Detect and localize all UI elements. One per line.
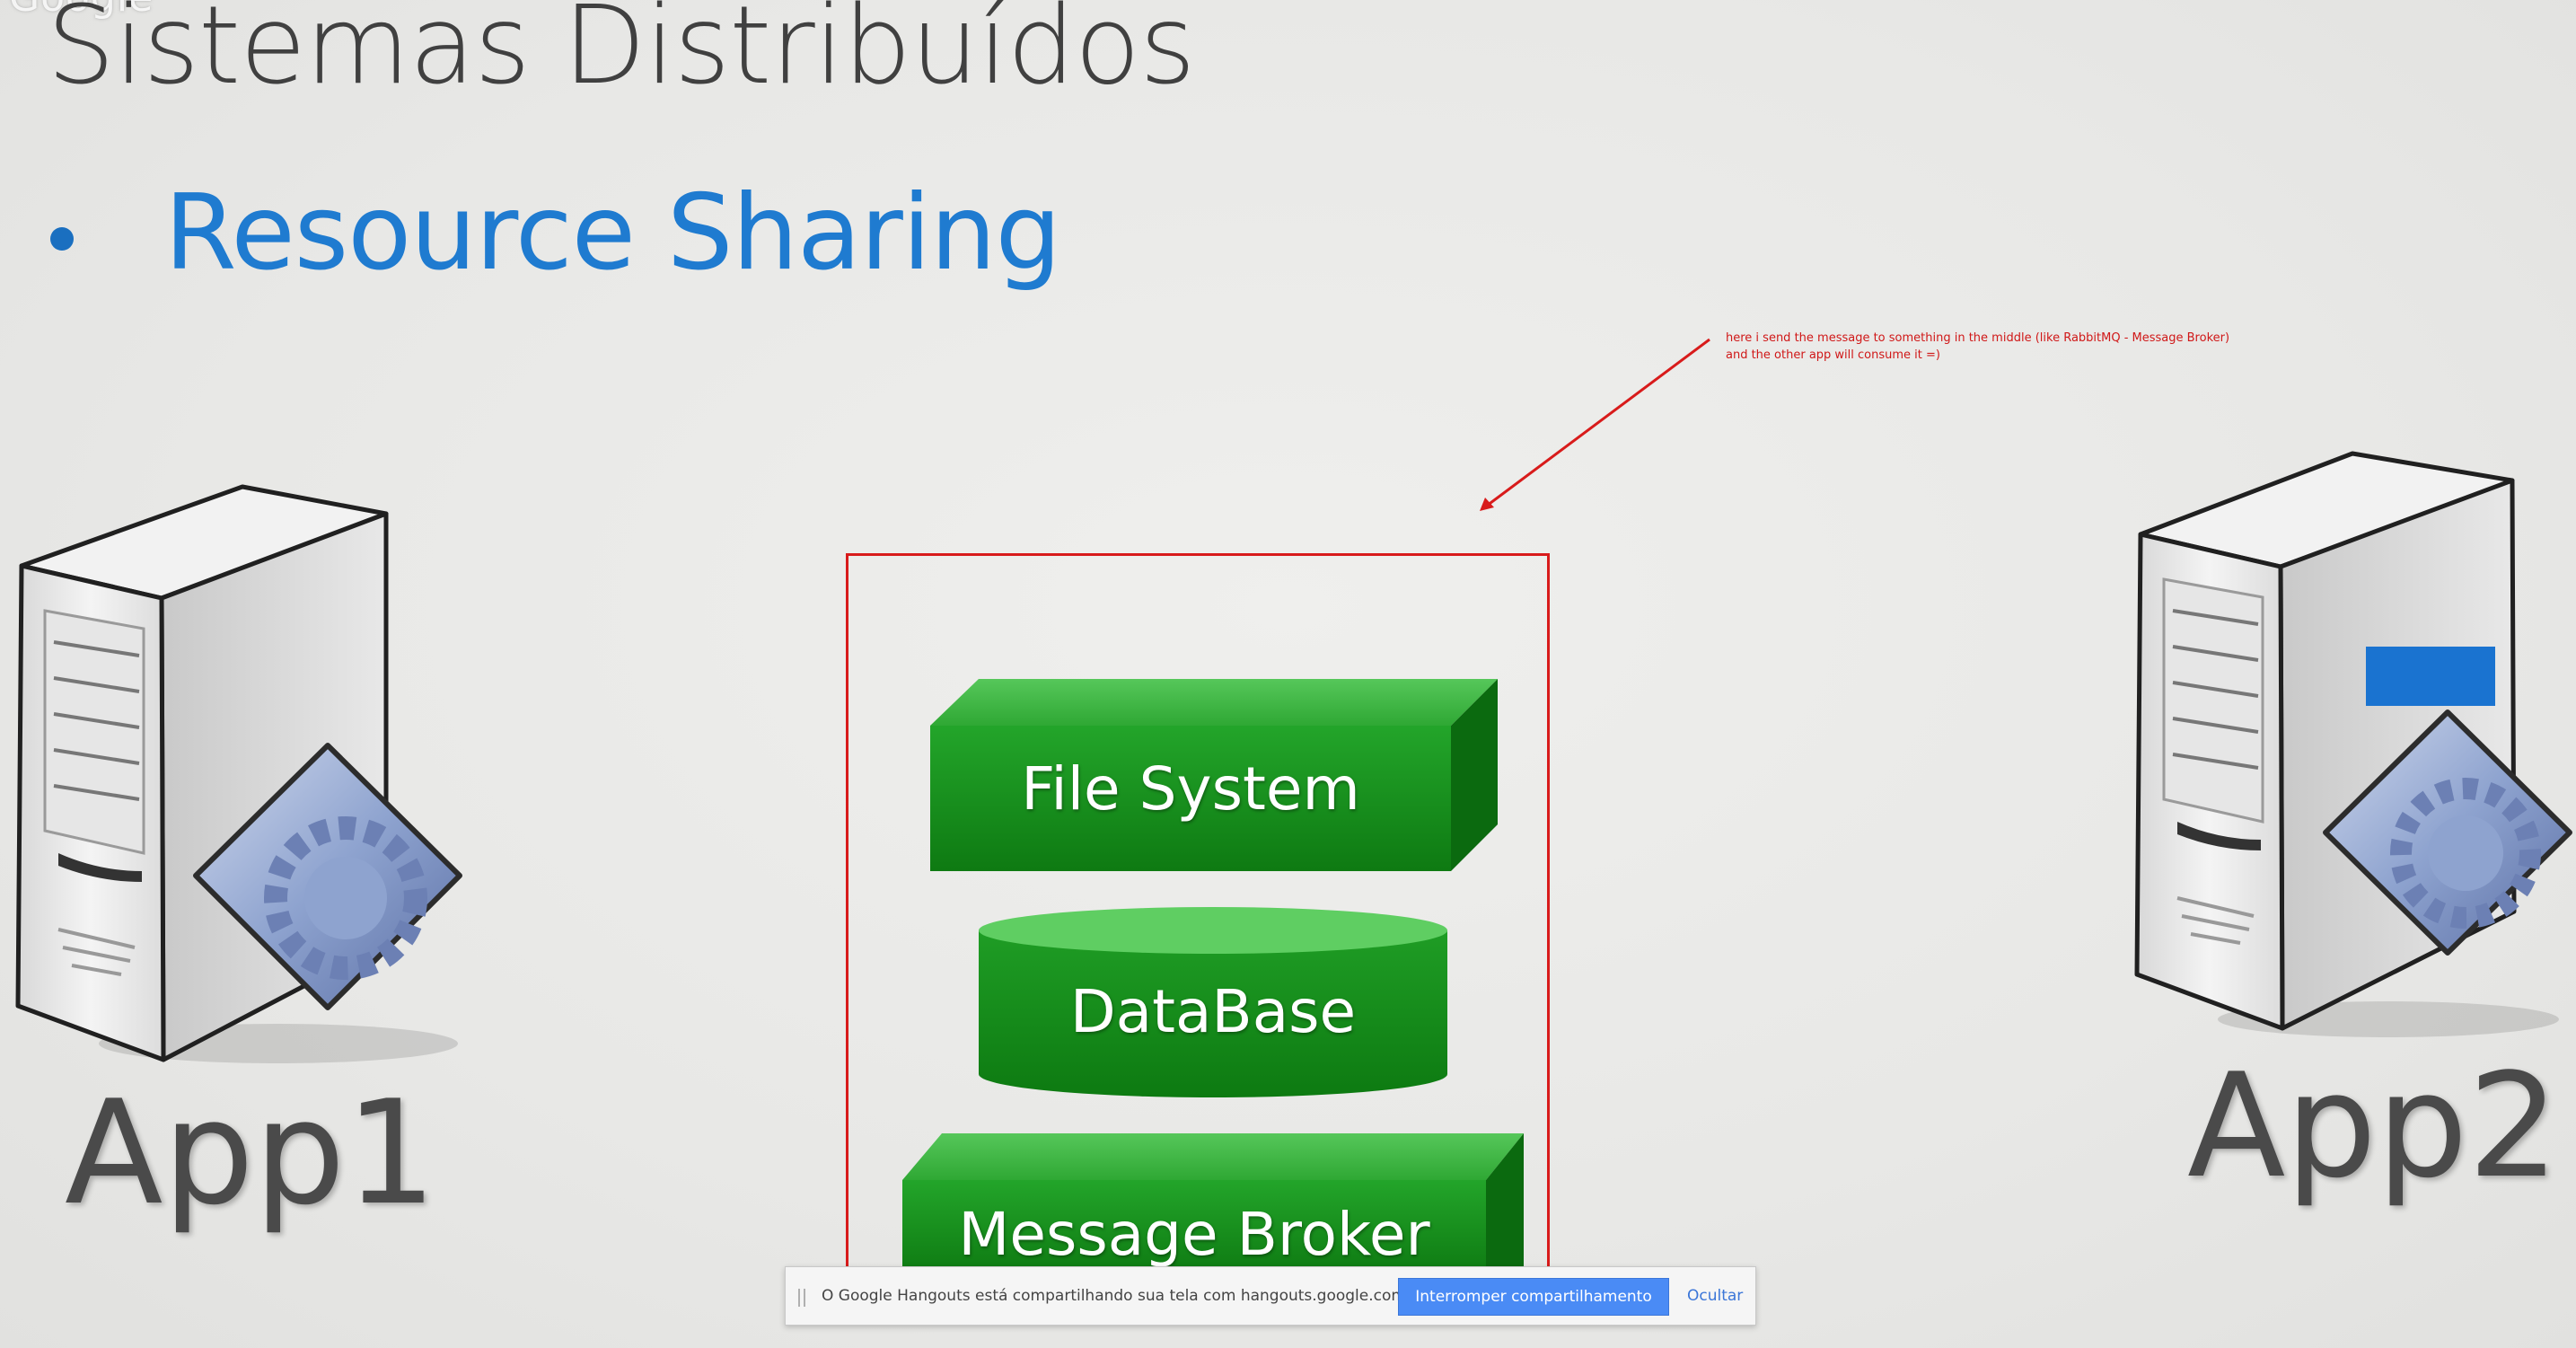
blue-indicator-icon xyxy=(2366,647,2495,706)
app2-label: App2 xyxy=(2187,1042,2560,1210)
annotation-line-2: and the other app will consume it =) xyxy=(1726,348,1940,362)
file-system-block: File System xyxy=(930,677,1498,873)
screen-share-bar: O Google Hangouts está compartilhando su… xyxy=(785,1266,1756,1326)
database-block: DataBase xyxy=(979,905,1447,1098)
google-logo: Google xyxy=(9,0,154,21)
bullet-icon xyxy=(50,227,74,251)
database-label: DataBase xyxy=(1069,977,1357,1046)
slide-title: Sistemas Distribuídos xyxy=(47,0,1196,109)
bullet-resource-sharing: Resource Sharing xyxy=(164,172,1061,294)
grip-icon[interactable] xyxy=(798,1289,805,1307)
arrow-icon xyxy=(1480,338,1710,511)
annotation-line-1: here i send the message to something in … xyxy=(1726,331,2230,345)
server-icon xyxy=(15,484,462,1063)
gear-diamond-icon xyxy=(193,743,462,1010)
app1-label: App1 xyxy=(65,1069,437,1237)
file-system-label: File System xyxy=(1021,754,1360,824)
hide-button[interactable]: Ocultar xyxy=(1687,1287,1744,1305)
annotation-note: here i send the message to something in … xyxy=(1726,330,2300,364)
stop-sharing-button[interactable]: Interromper compartilhamento xyxy=(1398,1278,1669,1316)
message-broker-label: Message Broker xyxy=(958,1200,1430,1269)
server-icon xyxy=(2134,451,2572,1037)
message-broker-block: Message Broker xyxy=(902,1132,1524,1275)
share-message: O Google Hangouts está compartilhando su… xyxy=(822,1287,1411,1305)
gear-diamond-icon xyxy=(2323,709,2572,956)
